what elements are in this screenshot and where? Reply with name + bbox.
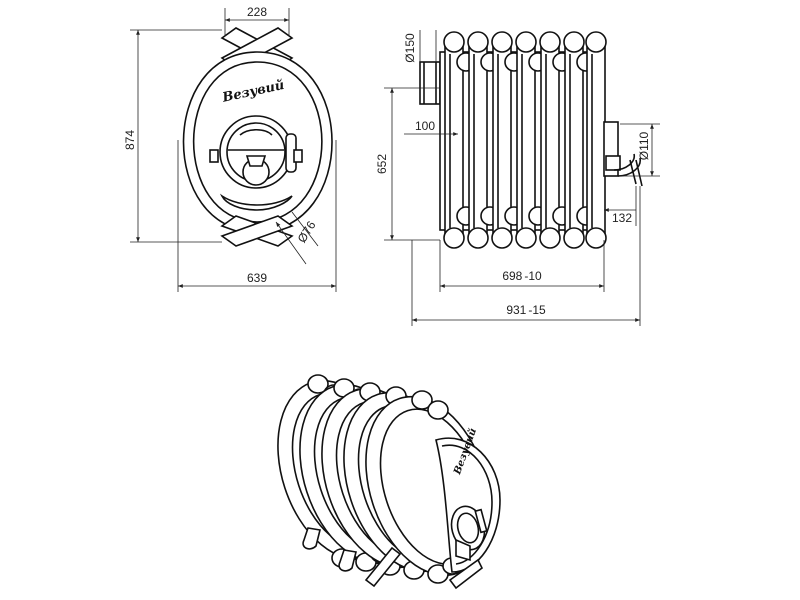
side-view: Ø150 652 100 Ø110 132 698-10 [375,30,660,326]
dim-outlet-diameter: Ø110 [637,131,651,160]
dim-body-length-label: 698-10 [502,269,542,283]
dim-outlet-offset: 132 [612,211,632,225]
iso-legs [302,527,484,590]
dim-height: 874 [123,130,137,150]
dim-flue-offset: 100 [415,119,435,133]
front-view: Везувий 228 874 [123,5,337,292]
front-door [209,115,303,189]
dim-total-tolerance: -15 [528,303,546,317]
dim-body-tolerance: -10 [524,269,542,283]
side-dimensions: Ø150 652 100 Ø110 132 698-10 [375,30,660,326]
dim-top-width: 228 [247,5,267,19]
front-bottom-legs [220,215,294,247]
dim-leg-diameter: Ø76 [295,218,319,245]
side-tube [585,31,607,249]
front-body-inner [192,61,323,223]
iso-door [450,505,488,562]
dim-total-length-label: 931-15 [506,303,546,317]
side-tubes [443,31,607,249]
dim-flue-diameter: Ø150 [403,33,417,63]
dim-flue-height: 652 [375,154,389,174]
side-flue-pipe [419,61,441,105]
side-outlet [603,121,643,187]
iso-view: Везувий [277,374,501,590]
dim-total-length: 931 [506,303,526,317]
dim-body-length: 698 [502,269,522,283]
side-tube [563,31,596,249]
front-ash-pan [219,193,293,211]
dim-width: 639 [247,271,267,285]
